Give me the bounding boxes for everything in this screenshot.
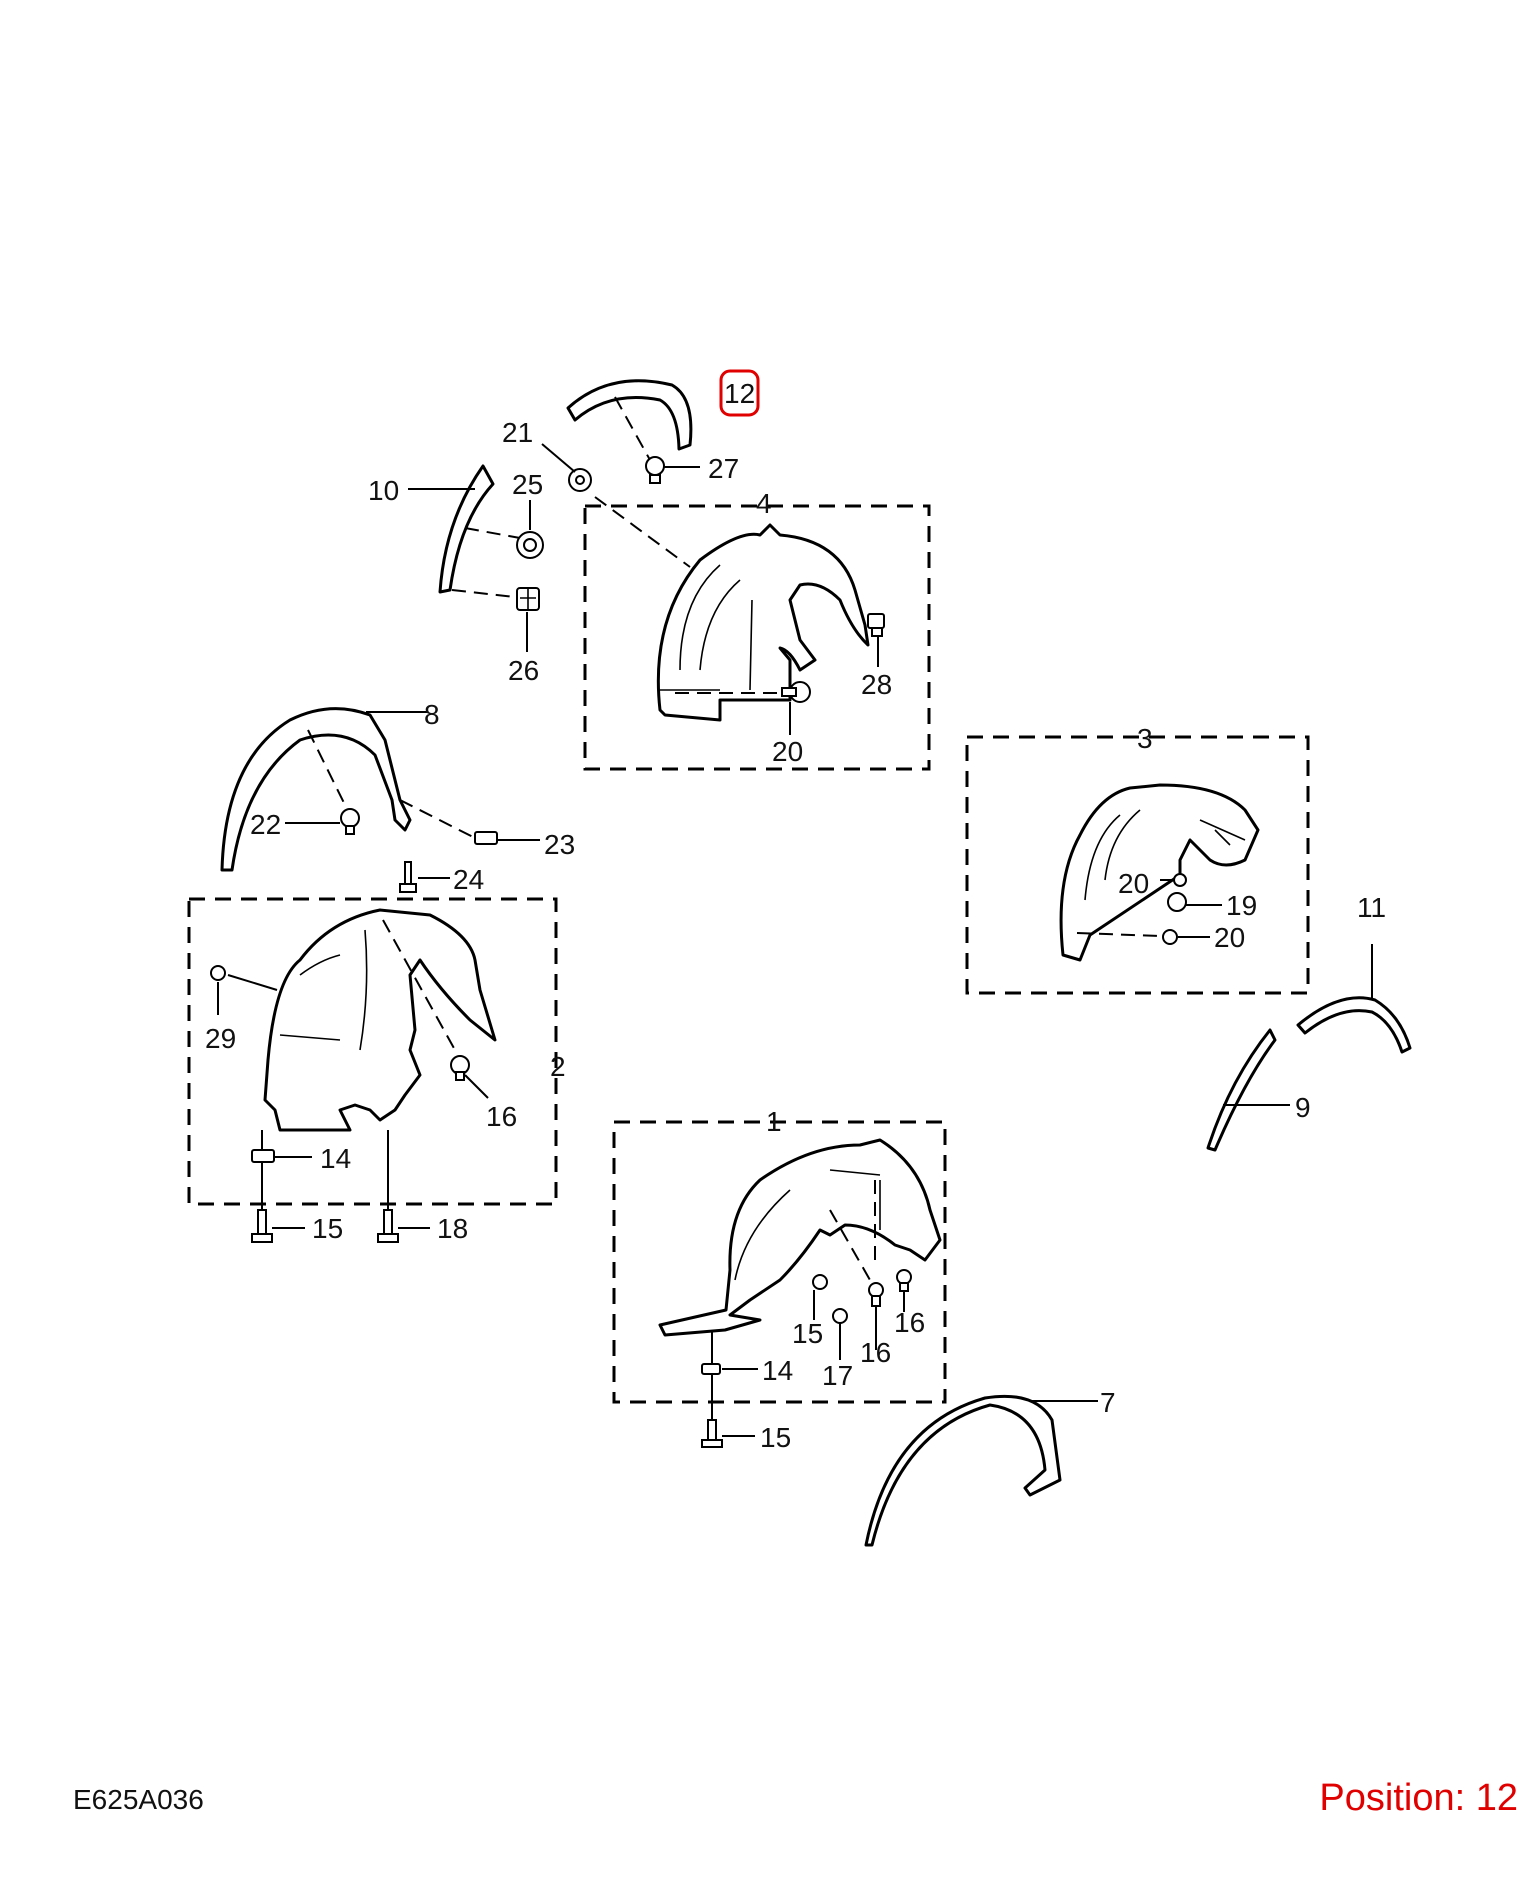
clip-26[interactable] xyxy=(516,587,540,611)
clip-27[interactable] xyxy=(645,456,665,484)
label-15-lower-b: 15 xyxy=(760,1422,791,1453)
part-12-arch-trim[interactable] xyxy=(566,379,693,451)
highlight-ring-12 xyxy=(719,369,760,417)
label-16-lower-b: 16 xyxy=(894,1307,925,1338)
part-11-arch-trim[interactable] xyxy=(1296,996,1412,1054)
label-20-right-b: 20 xyxy=(1214,922,1245,953)
label-27: 27 xyxy=(708,453,739,484)
label-16-left: 16 xyxy=(486,1101,517,1132)
label-19: 19 xyxy=(1226,890,1257,921)
part-4-wheelhouse-liner[interactable] xyxy=(656,523,870,722)
label-14-left: 14 xyxy=(320,1143,351,1174)
label-29: 29 xyxy=(205,1023,236,1054)
screw-15-lower-b[interactable] xyxy=(701,1419,723,1448)
screw-16-lower-b[interactable] xyxy=(896,1269,912,1292)
assembly-box-2 xyxy=(187,897,558,1206)
part-2-wheelhouse-liner[interactable] xyxy=(263,908,497,1132)
label-7: 7 xyxy=(1100,1387,1116,1418)
label-3: 3 xyxy=(1137,723,1153,754)
part-1-wheelhouse-liner[interactable] xyxy=(658,1138,942,1337)
clip-23[interactable] xyxy=(474,831,498,845)
screw-20-right-b[interactable] xyxy=(1162,929,1178,945)
label-18: 18 xyxy=(437,1213,468,1244)
part-7-arch-trim[interactable] xyxy=(864,1394,1062,1547)
screw-15-lower-a[interactable] xyxy=(812,1274,828,1290)
part-10-trim-strip[interactable] xyxy=(438,464,495,594)
nut-17[interactable] xyxy=(832,1308,848,1324)
callout-labels: 12 21 27 10 25 4 26 28 20 8 3 22 23 24 2… xyxy=(205,378,1386,1453)
screw-24[interactable] xyxy=(399,861,417,893)
label-15-left: 15 xyxy=(312,1213,343,1244)
clip-14-lower[interactable] xyxy=(701,1363,721,1375)
label-16-lower-a: 16 xyxy=(860,1337,891,1368)
part-9-trim-strip[interactable] xyxy=(1206,1028,1277,1152)
grommet-19[interactable] xyxy=(1167,892,1187,912)
part-3-wheelhouse-liner[interactable] xyxy=(1059,783,1260,962)
screw-18[interactable] xyxy=(377,1209,399,1243)
label-2: 2 xyxy=(550,1051,566,1082)
clip-25[interactable] xyxy=(516,531,544,559)
label-1: 1 xyxy=(766,1106,782,1137)
label-26: 26 xyxy=(508,655,539,686)
position-prefix: Position: xyxy=(1319,1777,1466,1819)
label-8: 8 xyxy=(424,699,440,730)
clip-14-left[interactable] xyxy=(251,1149,275,1163)
label-11: 11 xyxy=(1357,892,1386,923)
assembly-box-1 xyxy=(612,1120,947,1404)
fastener-21[interactable] xyxy=(568,468,592,492)
label-24: 24 xyxy=(453,864,484,895)
label-20-right-a: 20 xyxy=(1118,868,1149,899)
label-21: 21 xyxy=(502,417,533,448)
screw-20-upper[interactable] xyxy=(781,681,811,703)
screw-15-left[interactable] xyxy=(251,1209,273,1243)
label-25: 25 xyxy=(512,469,543,500)
label-28: 28 xyxy=(861,669,892,700)
label-4: 4 xyxy=(756,488,772,519)
position-indicator: Position: 12 xyxy=(1319,1777,1518,1820)
label-22: 22 xyxy=(250,809,281,840)
screw-16-left[interactable] xyxy=(450,1055,470,1081)
assembly-box-3 xyxy=(965,735,1310,995)
label-15-lower-a: 15 xyxy=(792,1318,823,1349)
screw-20-right-a[interactable] xyxy=(1173,873,1187,887)
label-12: 12 xyxy=(724,378,755,409)
label-10: 10 xyxy=(368,475,399,506)
label-9: 9 xyxy=(1295,1092,1311,1123)
label-14-lower: 14 xyxy=(762,1355,793,1386)
screw-16-lower-a[interactable] xyxy=(868,1282,884,1307)
part-8-arch-trim[interactable] xyxy=(220,707,412,872)
label-23: 23 xyxy=(544,829,575,860)
clip-22[interactable] xyxy=(340,808,360,835)
position-value: 12 xyxy=(1475,1777,1518,1819)
label-20-upper: 20 xyxy=(772,736,803,767)
label-17: 17 xyxy=(822,1360,853,1391)
clip-28[interactable] xyxy=(867,613,885,637)
diagram-code: E625A036 xyxy=(73,1784,204,1815)
assembly-box-4 xyxy=(583,504,931,771)
clip-29[interactable] xyxy=(210,965,226,981)
